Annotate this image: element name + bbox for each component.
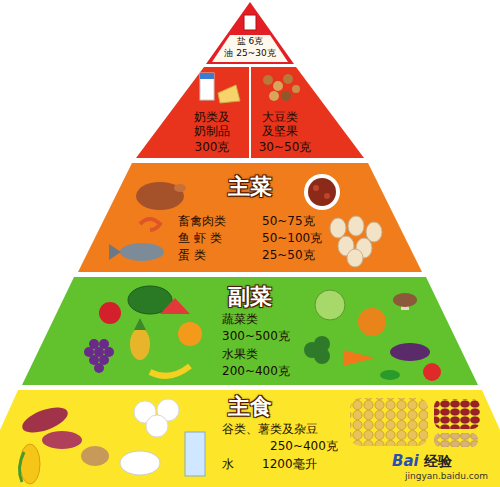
steamed-buns-part	[146, 415, 168, 437]
amount-text: 300~500克	[222, 329, 290, 343]
pumpkin	[358, 308, 386, 336]
eggs-part	[330, 218, 346, 238]
cabbage-part	[315, 290, 345, 320]
meat-dish-part	[308, 178, 336, 206]
amount-text: 50~75克	[262, 214, 315, 228]
nuts-part	[283, 74, 293, 84]
orange-part	[178, 322, 202, 346]
group-heading: 主食	[228, 394, 272, 420]
band-fill	[136, 67, 364, 158]
amount-text: 200~400克	[222, 364, 290, 378]
food-band: 奶类及奶制品 300克 大豆类及坚果 30~50克	[136, 67, 364, 158]
pineapple-part	[130, 328, 150, 360]
watermark-url: jingyan.baidu.com	[405, 471, 488, 482]
tomato	[423, 363, 441, 381]
orange	[178, 322, 202, 346]
food-name: 畜禽肉类	[178, 214, 226, 228]
band-fill	[206, 2, 294, 64]
milk-carton-part	[200, 73, 214, 79]
nuts-part	[281, 91, 291, 101]
pumpkin-part	[358, 308, 386, 336]
pepper-part	[380, 370, 400, 380]
amount-text: 300克	[195, 140, 230, 154]
soybeans-part	[350, 398, 428, 446]
mushroom-part	[393, 293, 417, 307]
watermark-text: 经验	[424, 453, 452, 470]
meat-dish-part	[324, 193, 330, 199]
amount-text: 油 25~30克	[224, 48, 275, 59]
meat-dish-part	[313, 185, 319, 191]
meat-dish-part	[304, 174, 340, 210]
red-beans-part	[434, 399, 480, 429]
food-name: 谷类、薯类及杂豆	[222, 422, 318, 436]
potato-part	[81, 446, 109, 466]
red-beans	[434, 399, 480, 429]
water-glass-part	[185, 432, 205, 476]
food-name: 蔬菜类	[222, 312, 258, 326]
amount-text: 30~50克	[259, 140, 312, 154]
food-name: 水果类	[222, 347, 258, 361]
corn	[19, 444, 40, 484]
band-fill	[78, 163, 422, 272]
apple-part	[99, 302, 121, 324]
meat-dish	[304, 174, 340, 210]
rice-bowl	[120, 451, 160, 475]
cabbage	[315, 290, 345, 320]
broccoli-part	[314, 348, 330, 364]
group-heading: 副菜	[228, 284, 272, 310]
amount-text: 250~400克	[270, 439, 338, 453]
peanuts	[434, 433, 478, 447]
nuts-part	[292, 85, 300, 93]
apple	[99, 302, 121, 324]
food-name: 蛋 类	[178, 248, 206, 262]
food-name: 鱼 虾 类	[178, 231, 222, 245]
potato	[81, 446, 109, 466]
peanuts-part	[434, 433, 478, 447]
grapes-part	[94, 363, 104, 373]
roast-chicken-part	[174, 184, 186, 192]
milk-carton	[200, 73, 214, 100]
food-name: 大豆类及坚果	[262, 110, 298, 138]
label-patch	[212, 35, 288, 62]
sweet-potato-part	[42, 431, 82, 449]
divider-line	[249, 67, 251, 158]
food-name: 奶类及奶制品	[194, 110, 230, 138]
nuts-part	[263, 75, 273, 85]
milk-carton-part	[200, 73, 214, 100]
group-heading: 主菜	[228, 174, 272, 200]
pepper	[380, 370, 400, 380]
food-band: 副菜蔬菜类 300~500克水果类 200~400克	[22, 277, 478, 385]
tomato-part	[423, 363, 441, 381]
food-name: 水	[222, 457, 234, 471]
amount-text: 1200毫升	[262, 457, 317, 471]
corn-part	[20, 444, 40, 484]
eggs-part	[347, 249, 363, 267]
watermark-text: Bai	[392, 452, 419, 470]
eggs-part	[348, 216, 364, 236]
water-glass	[185, 432, 205, 476]
band-fill	[0, 390, 500, 487]
amount-text: 50~100克	[262, 231, 322, 245]
eggplant-part	[390, 343, 430, 361]
nuts-part	[273, 81, 283, 91]
amount-text: 25~50克	[262, 248, 315, 262]
rice-bowl-part	[120, 451, 160, 475]
fish-part	[120, 243, 164, 261]
food-band: 主菜畜禽肉类 50~75克鱼 虾 类 50~100克蛋 类 25~50克	[78, 163, 422, 272]
band-fill	[22, 277, 478, 385]
soybeans	[350, 398, 428, 446]
salt-box	[244, 15, 256, 30]
amount-text: 盐 6克	[237, 36, 264, 47]
food-band: 盐 6克油 25~30克	[206, 2, 294, 64]
band-shape	[136, 67, 364, 158]
eggplant	[390, 343, 430, 361]
nuts-part	[269, 91, 279, 101]
